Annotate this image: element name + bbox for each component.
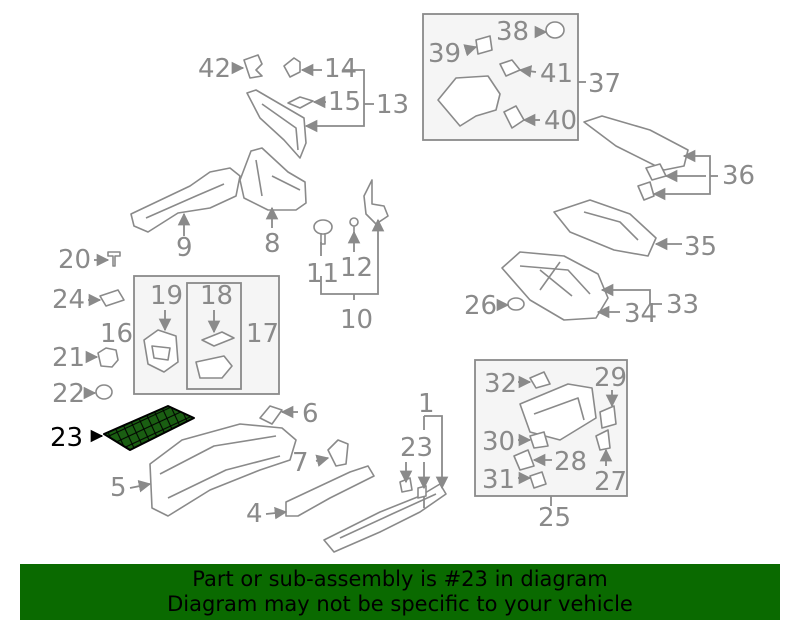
callout-20: 20 xyxy=(58,245,91,275)
callout-22: 22 xyxy=(52,379,85,409)
part-32-clip xyxy=(529,371,551,389)
part-42-clip xyxy=(243,54,263,79)
part-27-clip xyxy=(595,429,611,451)
callout-16: 16 xyxy=(100,319,133,349)
callout-35: 35 xyxy=(684,232,717,262)
part-36-strip xyxy=(583,115,689,171)
callout-14: 14 xyxy=(324,54,357,84)
callout-21: 21 xyxy=(52,343,85,373)
part-18-latch xyxy=(195,355,233,379)
part-15-plate xyxy=(287,96,314,109)
part-29-bracket xyxy=(599,405,617,429)
callout-23-secondary: 23 xyxy=(400,433,433,463)
part-23b-clip xyxy=(399,477,427,499)
part-30-clip xyxy=(529,431,549,449)
part-8-detail xyxy=(255,159,301,197)
part-13-detail xyxy=(261,103,299,151)
part-7-bracket xyxy=(327,439,349,467)
callout-8: 8 xyxy=(264,229,281,259)
callout-4: 4 xyxy=(246,499,263,529)
part-23-cargo-net[interactable] xyxy=(103,405,195,451)
callout-31: 31 xyxy=(482,465,515,495)
part-18-pad xyxy=(201,331,235,347)
part-11-bolt xyxy=(313,219,333,245)
callout-9: 9 xyxy=(176,233,193,263)
part-5-liner xyxy=(149,423,297,517)
callout-25: 25 xyxy=(538,503,571,533)
callout-32: 32 xyxy=(484,369,517,399)
callout-12: 12 xyxy=(340,253,373,283)
banner-line-disclaimer: Diagram may not be specific to your vehi… xyxy=(167,592,633,616)
part-22-cap xyxy=(95,384,113,400)
callout-37: 37 xyxy=(588,69,621,99)
part-35-cover xyxy=(553,199,657,257)
callout-30: 30 xyxy=(482,427,515,457)
part-39-clip xyxy=(475,35,493,55)
part-8-housing xyxy=(239,147,307,211)
part-20-screw xyxy=(107,251,121,267)
part-10-bracket xyxy=(363,179,389,225)
callout-5: 5 xyxy=(110,473,127,503)
callout-19: 19 xyxy=(150,281,183,311)
callout-17: 17 xyxy=(246,319,279,349)
part-21-nut xyxy=(97,347,119,368)
callout-1: 1 xyxy=(418,389,435,419)
callout-39: 39 xyxy=(428,39,461,69)
part-9-detail xyxy=(145,183,225,219)
part-34-detail xyxy=(519,261,591,297)
callout-26: 26 xyxy=(464,291,497,321)
callout-23-highlighted[interactable]: 23 xyxy=(50,423,83,453)
part-1-detail xyxy=(339,493,437,539)
callout-42: 42 xyxy=(198,54,231,84)
callout-28: 28 xyxy=(554,447,587,477)
part-6-block xyxy=(259,405,283,425)
part-5-detail xyxy=(159,435,281,499)
part-4-sill xyxy=(285,465,375,517)
part-25-detail xyxy=(533,397,585,421)
part-38-knob xyxy=(545,21,565,39)
callout-7: 7 xyxy=(292,448,309,478)
callout-24: 24 xyxy=(52,285,85,315)
callout-40: 40 xyxy=(544,106,577,136)
part-36-clip-b xyxy=(637,181,655,201)
callout-labels: 42 14 15 13 9 8 11 12 10 20 24 16 19 18 … xyxy=(50,17,755,533)
callout-11: 11 xyxy=(306,259,339,289)
callout-38: 38 xyxy=(496,17,529,47)
callout-34: 34 xyxy=(624,299,657,329)
callout-18: 18 xyxy=(200,281,233,311)
callout-27: 27 xyxy=(594,467,627,497)
callout-33: 33 xyxy=(666,290,699,320)
part-19-detail xyxy=(151,345,171,361)
part-37-bracket xyxy=(437,75,501,127)
callout-6: 6 xyxy=(302,399,319,429)
callout-41: 41 xyxy=(540,59,573,89)
part-14-bracket xyxy=(283,57,301,78)
info-banner: Part or sub-assembly is #23 in diagram D… xyxy=(20,564,780,620)
leader-lines xyxy=(83,25,718,520)
callout-15: 15 xyxy=(328,87,361,117)
part-35-detail xyxy=(583,211,639,241)
part-26-plug xyxy=(507,297,525,311)
callout-36: 36 xyxy=(722,161,755,191)
callout-29: 29 xyxy=(594,363,627,393)
callout-10: 10 xyxy=(340,305,373,335)
part-24-clip xyxy=(99,289,125,307)
callout-13: 13 xyxy=(376,90,409,120)
part-31-clip xyxy=(529,471,547,489)
banner-line-part: Part or sub-assembly is #23 in diagram xyxy=(192,567,608,591)
